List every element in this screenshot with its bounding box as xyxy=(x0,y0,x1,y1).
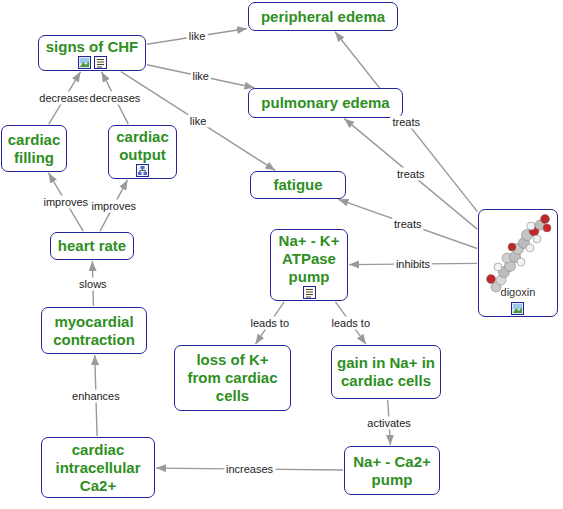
link-label: like xyxy=(188,115,209,128)
image-caption: digoxin xyxy=(501,286,536,299)
connector-arrow xyxy=(338,199,477,248)
concept-label: loss of K+ from cardiac cells xyxy=(179,351,286,405)
concept-label: myocardial contraction xyxy=(46,313,142,349)
concept-box: heart rate xyxy=(50,232,134,260)
drug-image-box: digoxin xyxy=(478,209,558,317)
concept-label: cardiac filling xyxy=(6,131,62,167)
link-label: improves xyxy=(89,199,138,212)
document-icon xyxy=(94,56,107,69)
image-icon xyxy=(511,302,524,315)
concept-label: Na+ - K+ ATPase pump xyxy=(275,232,343,286)
link-label: improves xyxy=(42,196,91,209)
connector-arrow xyxy=(335,32,477,212)
link-label: increases xyxy=(224,463,275,476)
link-label: decreases xyxy=(88,92,143,105)
concept-box: Na+ - K+ ATPase pump xyxy=(270,229,348,301)
connector-arrow xyxy=(147,65,254,88)
concept-box: peripheral edema xyxy=(248,2,398,31)
document-icon xyxy=(303,286,316,299)
link-label: activates xyxy=(365,416,412,429)
concept-label: cardiac output xyxy=(113,128,172,164)
concept-label: signs of CHF xyxy=(46,38,139,56)
concept-box: gain in Na+ in cardiac cells xyxy=(331,345,441,399)
concept-box: cardiac intracellular Ca2+ xyxy=(41,437,155,498)
concept-label: gain in Na+ in cardiac cells xyxy=(336,354,436,390)
concept-box: loss of K+ from cardiac cells xyxy=(174,345,291,411)
connector-arrow xyxy=(147,29,247,45)
link-label: leads to xyxy=(248,317,291,330)
link-label: inhibits xyxy=(394,258,432,271)
concept-box: cardiac output xyxy=(108,125,177,179)
link-label: like xyxy=(187,30,208,43)
concept-box: Na+ - Ca2+ pump xyxy=(344,446,440,495)
concept-label: pulmonary edema xyxy=(261,94,389,112)
image-icon xyxy=(78,56,91,69)
link-label: decreases xyxy=(37,92,92,105)
link-label: like xyxy=(190,70,211,83)
concept-box: fatigue xyxy=(250,171,346,199)
link-label: enhances xyxy=(70,389,122,402)
molecule-illustration xyxy=(479,212,557,296)
concept-label: Na+ - Ca2+ pump xyxy=(349,453,435,489)
concept-map-icon xyxy=(136,164,149,177)
concept-box: cardiac filling xyxy=(1,125,67,172)
concept-box: signs of CHF xyxy=(38,35,146,71)
link-label: slows xyxy=(77,277,109,290)
concept-box: myocardial contraction xyxy=(41,307,147,354)
concept-label: heart rate xyxy=(58,237,126,255)
link-label: treats xyxy=(395,167,427,180)
concept-box: pulmonary edema xyxy=(248,88,403,118)
link-label: treats xyxy=(390,115,422,128)
connector-arrow xyxy=(344,119,477,229)
concept-label: peripheral edema xyxy=(261,8,385,26)
concept-label: fatigue xyxy=(273,176,322,194)
link-label: treats xyxy=(392,217,424,230)
concept-label: cardiac intracellular Ca2+ xyxy=(46,441,150,495)
link-label: leads to xyxy=(329,317,372,330)
